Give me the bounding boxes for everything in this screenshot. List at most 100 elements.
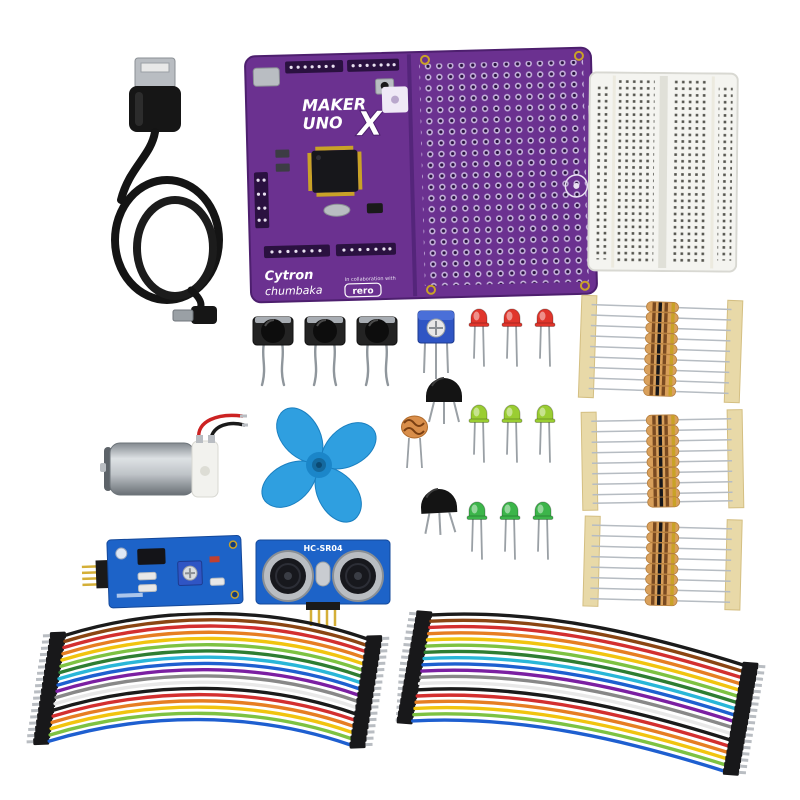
maker-uno-logo: MAKER UNO X [302,94,386,145]
motor-body [109,442,195,496]
motor-terminal [208,435,215,443]
cable-coil [111,128,223,318]
motor-terminal [196,435,203,443]
ultrasonic-sensor: HC-SR04 [255,539,391,626]
green-leds-row [466,501,554,560]
green-led [532,501,554,560]
mounting-hole [228,540,238,549]
chumbaka-logo: chumbaka [265,284,323,299]
green-led [468,404,490,463]
resistor-strip [577,294,744,404]
ldr [401,415,428,469]
push-button [251,315,295,387]
power-rail-left [593,83,609,260]
jumper-wire-bundle [23,605,392,762]
smd-resistor [209,577,225,586]
red-leds [468,308,556,367]
green-led [499,501,521,560]
dc-motor [100,413,248,498]
green-leds-row [468,404,556,463]
logo-line1: MAKER [302,94,366,115]
green-led [534,404,556,463]
smd-resistor [137,583,158,593]
collab-text: In collaboration with [345,276,396,283]
smd-part [366,203,383,214]
bottom-pin-headers [263,242,397,259]
tape-strip [726,409,745,509]
proto-hole-grid [419,59,589,286]
push-buttons [251,315,399,387]
usb-a-connector [129,57,181,132]
module-pins [81,559,111,589]
resistor-strip [582,515,743,611]
green-led [466,501,488,560]
motor-shaft [100,463,106,472]
crystal-oscillator [315,561,331,587]
motor-wire-red [197,413,244,441]
push-button [355,315,399,387]
resistors [589,519,733,609]
logo-x: X [354,104,385,145]
resistors [590,413,734,509]
cytron-logo: Cytron [264,268,313,284]
smd-part [275,149,290,158]
transistor [419,487,460,537]
left-isp-header [253,172,270,229]
power-rail-right [717,84,733,261]
green-led [501,404,523,463]
comparator-ic [137,548,166,565]
rero-logo: rero [344,282,382,298]
potentiometer [417,310,455,379]
motor-wire-black [209,421,246,441]
buzzer-hole [391,95,400,104]
board-seam [406,54,418,297]
usb-cable [111,57,223,324]
transducer-right [332,550,384,602]
controller-section: MAKER UNO X [252,58,409,299]
red-led [534,308,556,367]
smd-part [275,163,290,172]
logo-line2: UNO [302,113,343,133]
pot-top [418,311,454,320]
transducer-left [262,550,314,602]
tape-strip [582,515,601,607]
tape-strip [580,411,599,511]
mounting-hole [426,284,437,295]
fan-blade [261,407,377,523]
breadboard [587,71,739,273]
red-led [468,308,490,367]
rero-text: rero [352,286,373,297]
red-led [501,308,523,367]
jumper-wires [393,606,770,779]
maker-uno-x-board: MAKER UNO X [244,46,598,304]
resistor-strip [580,409,745,511]
smd-resistor [137,571,157,581]
mounting-hole [230,590,240,599]
crystal-oscillator [323,203,351,217]
rail-divider [710,76,715,269]
terminal-strip-left [617,79,655,264]
tape-strip [724,519,743,611]
ir-sensor-module [81,535,244,609]
board-micro-usb [252,67,281,87]
proto-section [419,50,592,295]
jumper-wire-bundle [393,606,770,779]
bearing-boss [200,466,210,476]
center-channel [658,75,668,269]
mounting-hole [573,50,584,61]
micro-usb-connector [172,306,217,324]
mounting-hole [579,280,590,291]
to92-body [425,377,463,425]
ldr-track [403,419,425,435]
indicator-led [209,556,220,563]
top-pin-headers [285,58,400,74]
proto-badge [564,174,589,198]
silkscreen [116,592,143,598]
jumper-wires [23,605,392,762]
push-button [303,315,347,387]
transistor [425,377,463,425]
sensor-led [115,547,128,560]
mounting-hole [419,54,430,65]
fan-hub-hole [316,462,322,468]
